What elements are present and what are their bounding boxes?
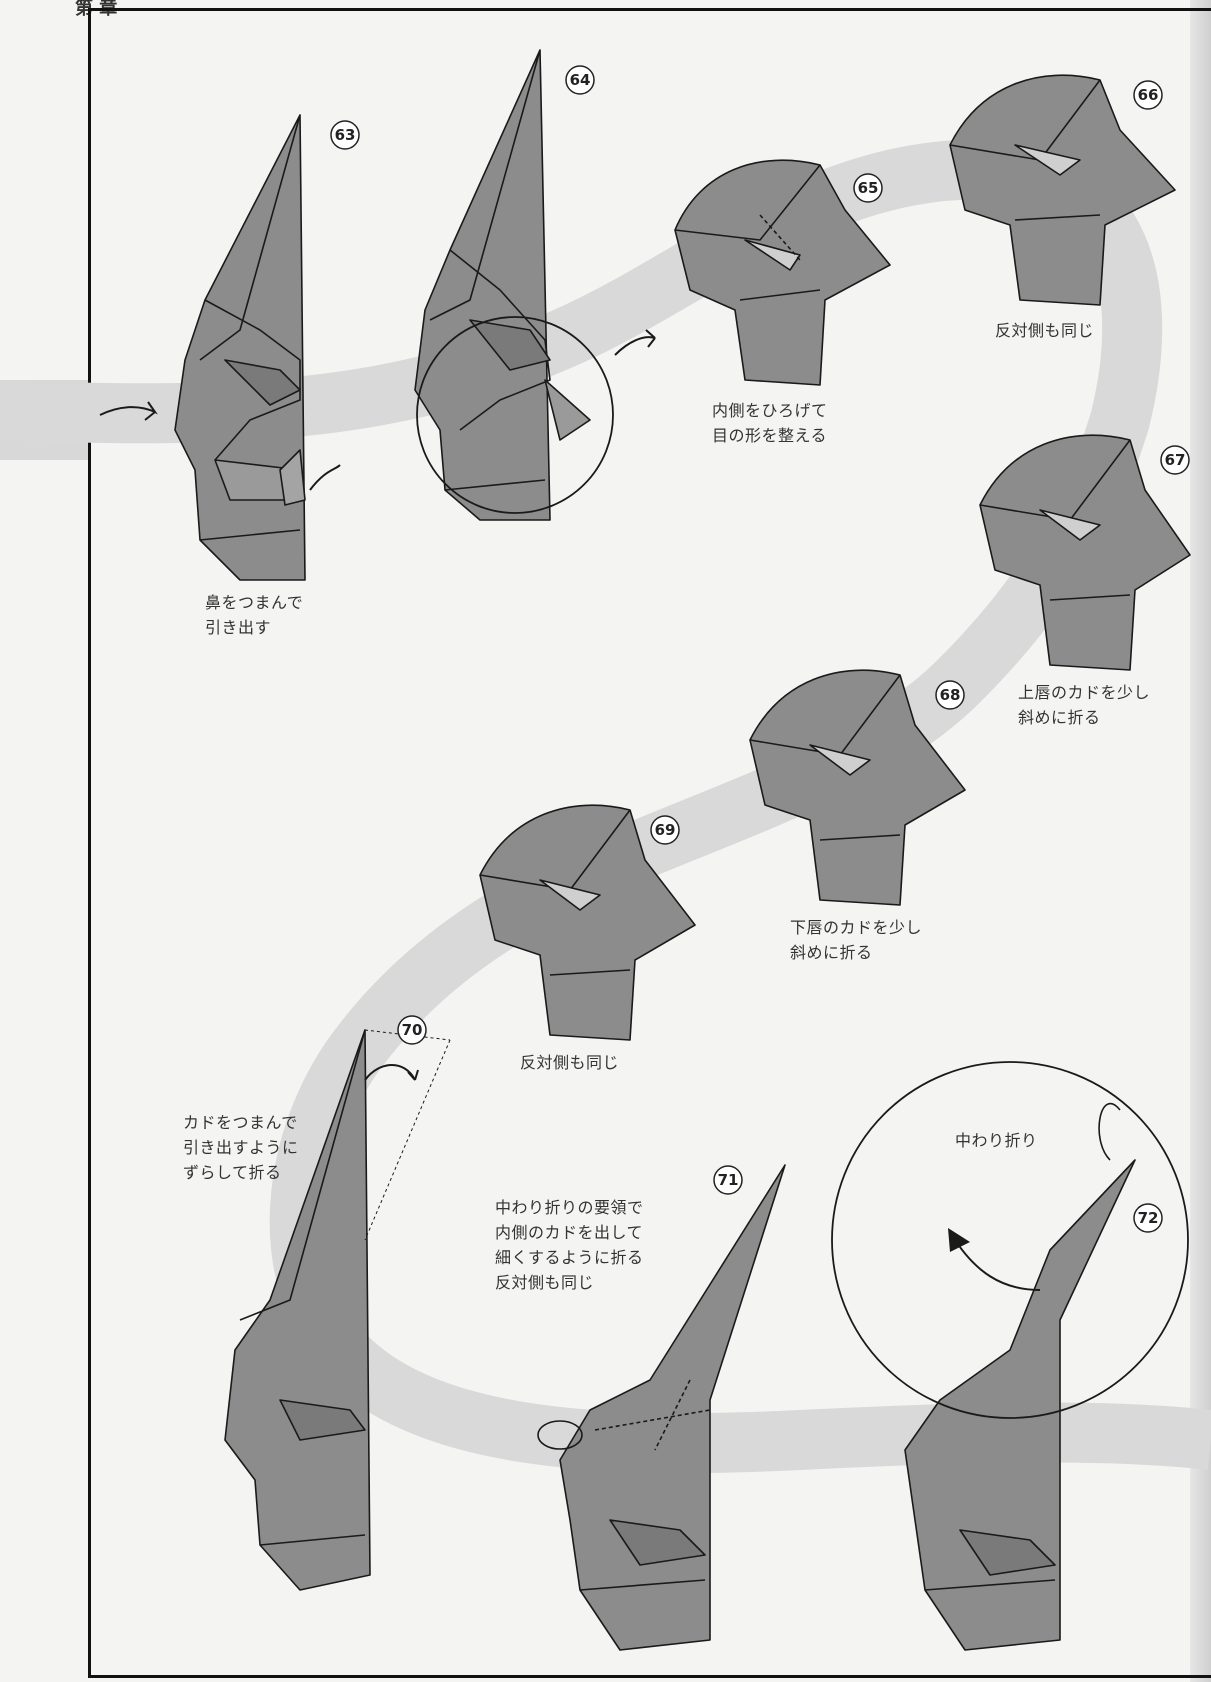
svg-text:69: 69 (655, 821, 676, 839)
step-number-67: 67 (1160, 445, 1190, 475)
step-63-figure (174, 114, 306, 581)
svg-text:66: 66 (1138, 86, 1159, 104)
svg-text:64: 64 (570, 71, 591, 89)
page-gutter-shadow (1190, 0, 1211, 1682)
step-71-caption: 中わり折りの要領で 内側のカドを出して 細くするように折る 反対側も同じ (495, 1198, 644, 1292)
step-66-caption: 反対側も同じ (995, 321, 1095, 340)
step-68-figure (749, 669, 966, 906)
step-number-70: 70 (397, 1015, 427, 1045)
step-65-figure (674, 159, 891, 386)
step-64-figure (414, 49, 591, 521)
svg-text:65: 65 (858, 179, 879, 197)
svg-text:70: 70 (402, 1021, 423, 1039)
step-71-figure (559, 1164, 786, 1651)
step-69-caption: 反対側も同じ (520, 1053, 620, 1072)
step-number-71: 71 (713, 1165, 743, 1195)
step-72-caption: 中わり折り (955, 1131, 1038, 1150)
step-72-arrow (954, 1239, 1041, 1291)
svg-text:67: 67 (1165, 451, 1186, 469)
step-63-caption: 鼻をつまんで 引き出す (205, 593, 304, 637)
step-64-detail-circle (416, 316, 614, 514)
step-72-detail-circle (831, 1061, 1189, 1419)
svg-text:72: 72 (1138, 1209, 1159, 1227)
step-65-caption: 内側をひろげて 目の形を整える (712, 401, 828, 445)
step-number-68: 68 (935, 680, 965, 710)
step-71-loop-arrow (537, 1420, 583, 1450)
step-67-caption: 上唇のカドを少し 斜めに折る (1018, 683, 1151, 727)
step-70-figure (224, 1029, 451, 1591)
step-63-in-arrow (99, 401, 158, 421)
diagram-frame (88, 8, 1211, 1678)
step-70-caption: カドをつまんで 引き出すように ずらして折る (183, 1113, 299, 1182)
step-64-next-arrow (614, 329, 656, 356)
step-66-figure (949, 74, 1176, 306)
step-number-66: 66 (1133, 80, 1163, 110)
step-number-69: 69 (650, 815, 680, 845)
step-70-arrow (364, 1064, 419, 1081)
step-72-loop (1098, 1102, 1121, 1161)
step-72-arrowhead (948, 1228, 970, 1252)
step-number-65: 65 (853, 173, 883, 203)
step-number-64: 64 (565, 65, 595, 95)
step-number-63: 63 (330, 120, 360, 150)
step-number-72: 72 (1133, 1203, 1163, 1233)
step-69-figure (479, 804, 696, 1041)
svg-text:68: 68 (940, 686, 961, 704)
step-63-pull-arrow (309, 464, 341, 491)
step-68-caption: 下唇のカドを少し 斜めに折る (790, 918, 923, 962)
step-72-figure (904, 1159, 1136, 1651)
step-67-figure (979, 434, 1191, 671)
svg-text:63: 63 (335, 126, 356, 144)
svg-text:71: 71 (718, 1171, 739, 1189)
